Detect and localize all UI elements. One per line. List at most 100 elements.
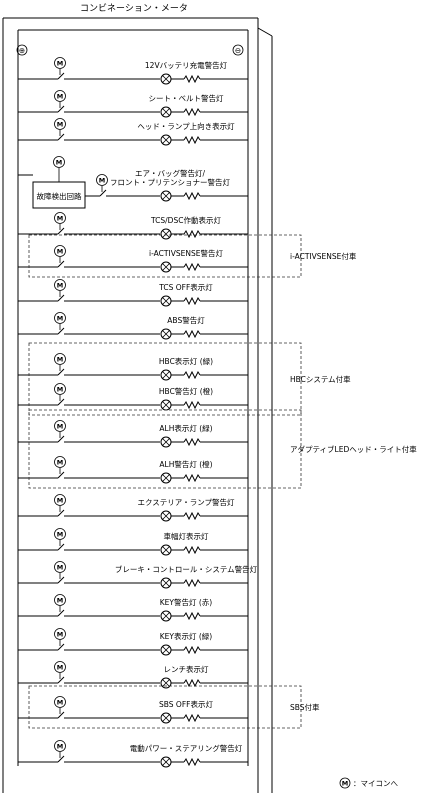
- microcomputer-marker: [54, 279, 66, 291]
- lamp-circuit: M エア・バッグ警告灯/フロント・プリテンショナー警告灯: [85, 168, 248, 202]
- svg-text:故障検出回路: 故障検出回路: [37, 191, 82, 201]
- microcomputer-marker: [54, 90, 66, 102]
- microcomputer-marker: [54, 57, 66, 69]
- marker-label: M: [57, 386, 63, 394]
- lamp-label: 電動パワー・ステアリング警告灯: [130, 743, 243, 753]
- option-groups: i-ACTIVSENSE付車 HBCシステム付車アダプティブLEDヘッド・ライト付…: [28, 234, 417, 729]
- option-group-label: アダプティブLEDヘッド・ライト付車: [290, 444, 417, 454]
- lamp-label: ブレーキ・コントロール・システム警告灯: [115, 564, 258, 574]
- option-group-label: SBS付車: [290, 702, 320, 712]
- microcomputer-marker: [54, 661, 66, 673]
- lamp-circuit: M ALH警告灯 (橙): [18, 456, 248, 484]
- microcomputer-marker: [54, 740, 66, 752]
- lamp-label: HBC表示灯 (緑): [159, 356, 213, 366]
- diagram-title: コンビネーション・メータ: [80, 3, 188, 14]
- legend: M ：マイコンへ: [339, 777, 398, 789]
- meter-frame: [2, 17, 273, 793]
- option-group: i-ACTIVSENSE付車: [28, 234, 357, 278]
- marker-label: M: [57, 631, 63, 639]
- marker-label: M: [57, 60, 63, 68]
- microcomputer-marker: [54, 696, 66, 708]
- negative-terminal: ⊖: [232, 44, 244, 56]
- lamp-circuit: M ブレーキ・コントロール・システム警告灯: [18, 561, 258, 589]
- microcomputer-marker: [53, 156, 65, 168]
- lamp-label: TCS/DSC作動表示灯: [150, 215, 221, 225]
- lamp-label: HBC警告灯 (橙): [159, 386, 213, 396]
- option-group: SBS付車: [28, 685, 320, 729]
- option-group: アダプティブLEDヘッド・ライト付車: [28, 409, 417, 489]
- lamp-label: シート・ベルト警告灯: [149, 93, 224, 103]
- marker-label: M: [57, 497, 63, 505]
- microcomputer-marker: [54, 456, 66, 468]
- lamp-circuit: M 12Vバッテリ充電警告灯: [18, 57, 248, 85]
- option-group-label: i-ACTIVSENSE付車: [290, 251, 357, 261]
- lamp-circuit: M シート・ベルト警告灯: [18, 90, 248, 118]
- microcomputer-marker: [54, 561, 66, 573]
- microcomputer-marker: [54, 118, 66, 130]
- marker-label: M: [57, 248, 63, 256]
- lamp-circuit: M HBC警告灯 (橙): [18, 383, 248, 411]
- marker-label: M: [56, 159, 62, 167]
- marker-label: M: [57, 531, 63, 539]
- option-group: HBCシステム付車: [28, 342, 351, 416]
- lamp-circuit: M TCS/DSC作動表示灯: [18, 212, 248, 240]
- microcomputer-marker: [54, 245, 66, 257]
- marker-label: M: [57, 743, 63, 751]
- lamp-label: エア・バッグ警告灯/: [135, 168, 205, 178]
- marker-label: M: [57, 564, 63, 572]
- lamp-circuit: M KEY警告灯 (赤): [18, 594, 248, 622]
- marker-label: M: [57, 121, 63, 129]
- microcomputer-marker: [54, 383, 66, 395]
- lamp-label: レンチ表示灯: [164, 664, 209, 674]
- svg-text:⊕: ⊕: [19, 46, 25, 55]
- marker-label: M: [57, 315, 63, 323]
- microcomputer-marker: [54, 312, 66, 324]
- lamp-label: ABS警告灯: [167, 315, 205, 325]
- lamp-circuit: M 車幅灯表示灯: [18, 528, 248, 556]
- lamp-label: 車幅灯表示灯: [164, 531, 209, 541]
- marker-label: M: [57, 459, 63, 467]
- microcomputer-marker: [54, 494, 66, 506]
- microcomputer-marker: [54, 212, 66, 224]
- microcomputer-marker: [54, 353, 66, 365]
- lamp-label: i-ACTIVSENSE警告灯: [149, 248, 223, 258]
- lamp-circuit: M HBC表示灯 (緑): [18, 353, 248, 381]
- marker-label: M: [57, 699, 63, 707]
- lamp-label: 12Vバッテリ充電警告灯: [145, 60, 228, 70]
- marker-label: M: [99, 177, 105, 185]
- lamp-circuit: M 電動パワー・ステアリング警告灯: [18, 740, 248, 768]
- svg-text:：マイコンへ: ：マイコンへ: [353, 779, 398, 788]
- lamp-circuit: M SBS OFF表示灯: [18, 696, 248, 724]
- lamp-label: KEY表示灯 (緑): [160, 631, 213, 641]
- svg-text:⊖: ⊖: [235, 46, 241, 55]
- lamp-label: ALH表示灯 (緑): [159, 423, 212, 433]
- marker-label: M: [57, 356, 63, 364]
- marker-label: M: [57, 215, 63, 223]
- lamp-circuit: M エクステリア・ランプ警告灯: [18, 494, 248, 522]
- svg-text:M: M: [342, 780, 348, 788]
- lamp-label-line2: フロント・プリテンショナー警告灯: [110, 177, 230, 187]
- lamp-label: エクステリア・ランプ警告灯: [137, 497, 235, 507]
- option-group-label: HBCシステム付車: [290, 374, 351, 384]
- fault-circuit-input: M: [18, 156, 65, 182]
- lamp-circuit: M KEY表示灯 (緑): [18, 628, 248, 656]
- lamp-circuit: M ABS警告灯: [18, 312, 248, 340]
- microcomputer-marker: [96, 174, 108, 186]
- lamp-label: KEY警告灯 (赤): [160, 597, 213, 607]
- fault-detect-circuit: 故障検出回路: [32, 181, 86, 209]
- marker-label: M: [57, 597, 63, 605]
- lamp-label: SBS OFF表示灯: [159, 699, 213, 709]
- microcomputer-marker: [54, 420, 66, 432]
- positive-terminal: ⊕: [16, 44, 28, 56]
- microcomputer-marker: [54, 528, 66, 540]
- marker-label: M: [57, 93, 63, 101]
- lamp-label: ALH警告灯 (橙): [159, 459, 212, 469]
- microcomputer-marker: [54, 628, 66, 640]
